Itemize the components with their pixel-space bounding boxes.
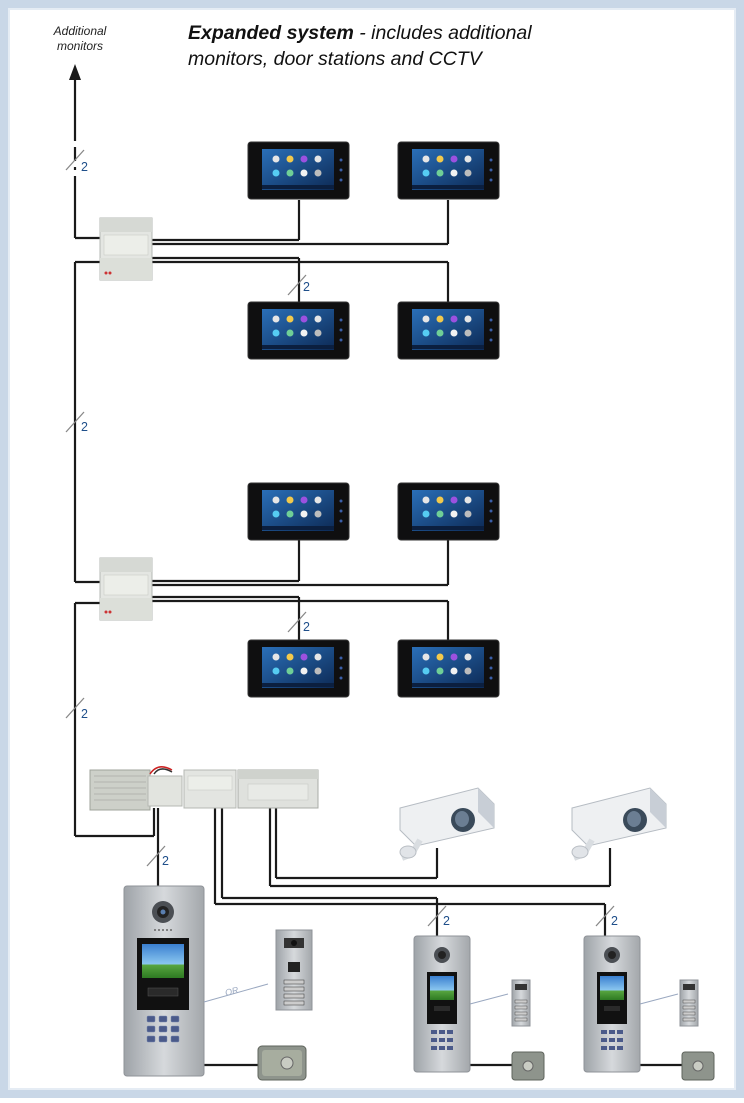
wire-label: 2 <box>81 160 88 174</box>
frame-border <box>4 4 740 1094</box>
door-station-2 <box>414 936 470 1072</box>
distribution-module-2 <box>100 558 152 620</box>
distribution-module-1 <box>100 218 152 280</box>
electric-lock-2 <box>512 1052 544 1080</box>
indoor-monitor <box>248 483 349 540</box>
door-station-3 <box>584 936 640 1072</box>
indoor-monitor <box>248 142 349 199</box>
additional-monitors-label: Additional monitors <box>40 24 120 54</box>
alt-button-panel-main <box>276 930 312 1010</box>
wire-label: 2 <box>81 420 88 434</box>
wire-label: 2 <box>611 914 618 928</box>
wire-label: 2 <box>81 707 88 721</box>
indoor-monitor <box>398 640 499 697</box>
indoor-monitor <box>398 142 499 199</box>
door-station-controller <box>184 770 236 808</box>
alt-button-panel-3 <box>680 980 698 1026</box>
indoor-monitor <box>248 640 349 697</box>
title-bold: Expanded system <box>188 22 354 44</box>
indoor-monitor <box>248 302 349 359</box>
electric-lock-main <box>258 1046 306 1080</box>
indoor-monitor <box>398 483 499 540</box>
wire-label: 2 <box>162 854 169 868</box>
monitors <box>248 142 499 697</box>
diagram-title: Expanded system - includes additional mo… <box>188 20 608 72</box>
wire-label: 2 <box>303 280 310 294</box>
wire-label: 2 <box>443 914 450 928</box>
main-door-station <box>124 886 204 1076</box>
arrow-up-icon <box>69 64 81 80</box>
alt-button-panel-2 <box>512 980 530 1026</box>
electric-lock-3 <box>682 1052 714 1080</box>
wire-label: 2 <box>303 620 310 634</box>
cctv-adaptor-unit <box>238 770 318 808</box>
cctv-camera-2 <box>572 788 666 858</box>
cctv-camera-1 <box>400 788 494 858</box>
or-label: OR <box>224 985 240 998</box>
power-supply-unit <box>90 767 182 810</box>
indoor-monitor <box>398 302 499 359</box>
